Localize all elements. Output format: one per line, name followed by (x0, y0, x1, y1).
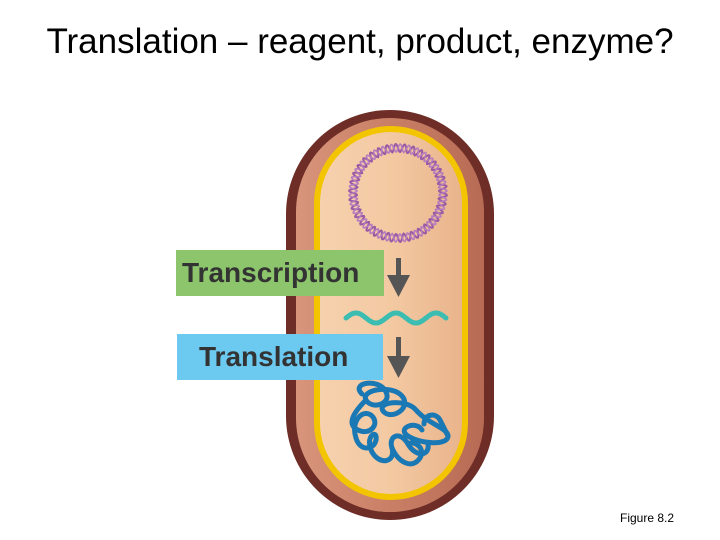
transcription-arrow-icon (387, 258, 410, 297)
transcription-label: Transcription (176, 250, 384, 296)
translation-arrow-icon (387, 337, 410, 378)
dna-strand-icon (348, 143, 448, 243)
slide-title: Translation – reagent, product, enzyme? (46, 22, 674, 61)
protein-icon (349, 380, 451, 467)
mrna-icon (343, 310, 449, 326)
translation-label: Translation (177, 334, 383, 380)
figure-caption: Figure 8.2 (620, 511, 675, 525)
